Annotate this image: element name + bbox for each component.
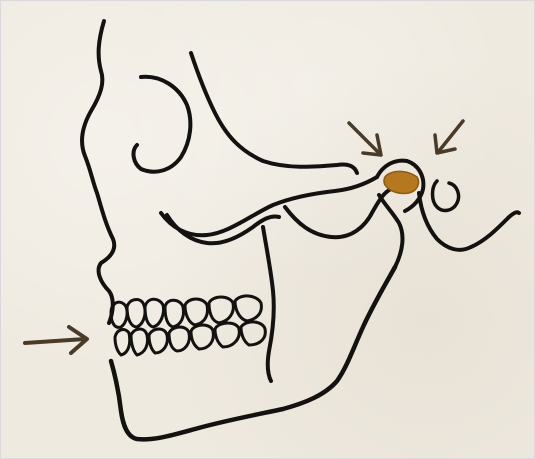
- condyle: [379, 195, 402, 267]
- ear-canal: [433, 181, 459, 210]
- arrow-pointing-teeth: [25, 327, 87, 353]
- cheekbone-arch: [161, 177, 377, 235]
- brow-line: [191, 53, 357, 173]
- jaw-ramus-outline: [263, 227, 274, 381]
- eye-socket-outline: [134, 77, 191, 172]
- face-outline: [82, 21, 114, 323]
- arrow-pointing-jaw-joint-right: [435, 121, 463, 153]
- arrow-pointing-jaw-joint-left: [349, 123, 381, 155]
- upper-teeth: [111, 296, 261, 327]
